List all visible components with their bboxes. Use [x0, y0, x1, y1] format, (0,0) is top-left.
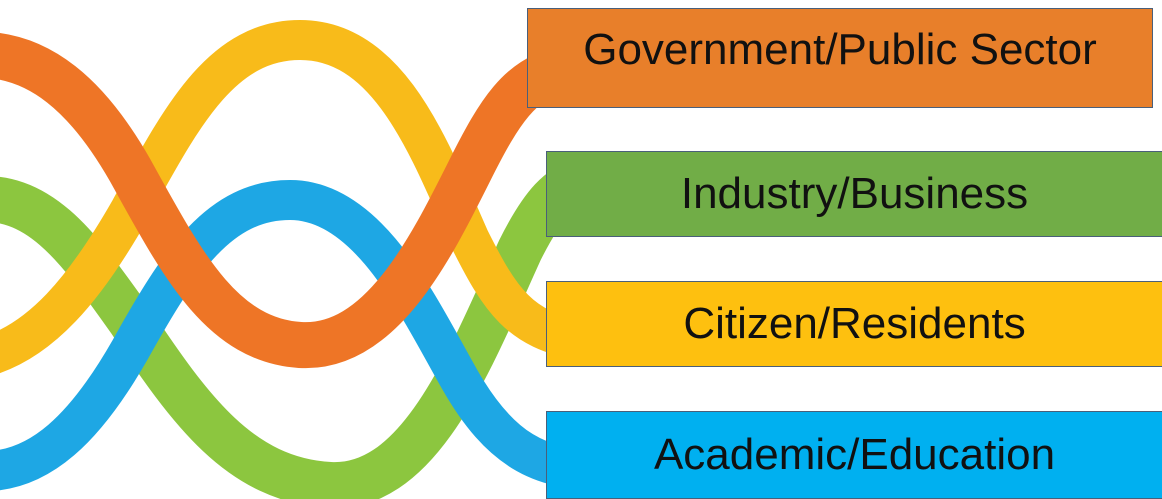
industry-business-box: Industry/Business — [546, 151, 1162, 237]
orange-ribbon — [0, 33, 583, 369]
government-public-sector-label: Government/Public Sector — [583, 25, 1097, 74]
academic-education-label: Academic/Education — [653, 430, 1056, 479]
industry-business-label: Industry/Business — [680, 169, 1029, 218]
blue-ribbon — [0, 179, 620, 491]
academic-education-box: Academic/Education — [546, 411, 1162, 499]
yellow-ribbon — [0, 19, 600, 374]
citizen-residents-box: Citizen/Residents — [546, 281, 1162, 367]
citizen-residents-label: Citizen/Residents — [683, 299, 1026, 348]
government-public-sector-box: Government/Public Sector — [527, 8, 1153, 108]
